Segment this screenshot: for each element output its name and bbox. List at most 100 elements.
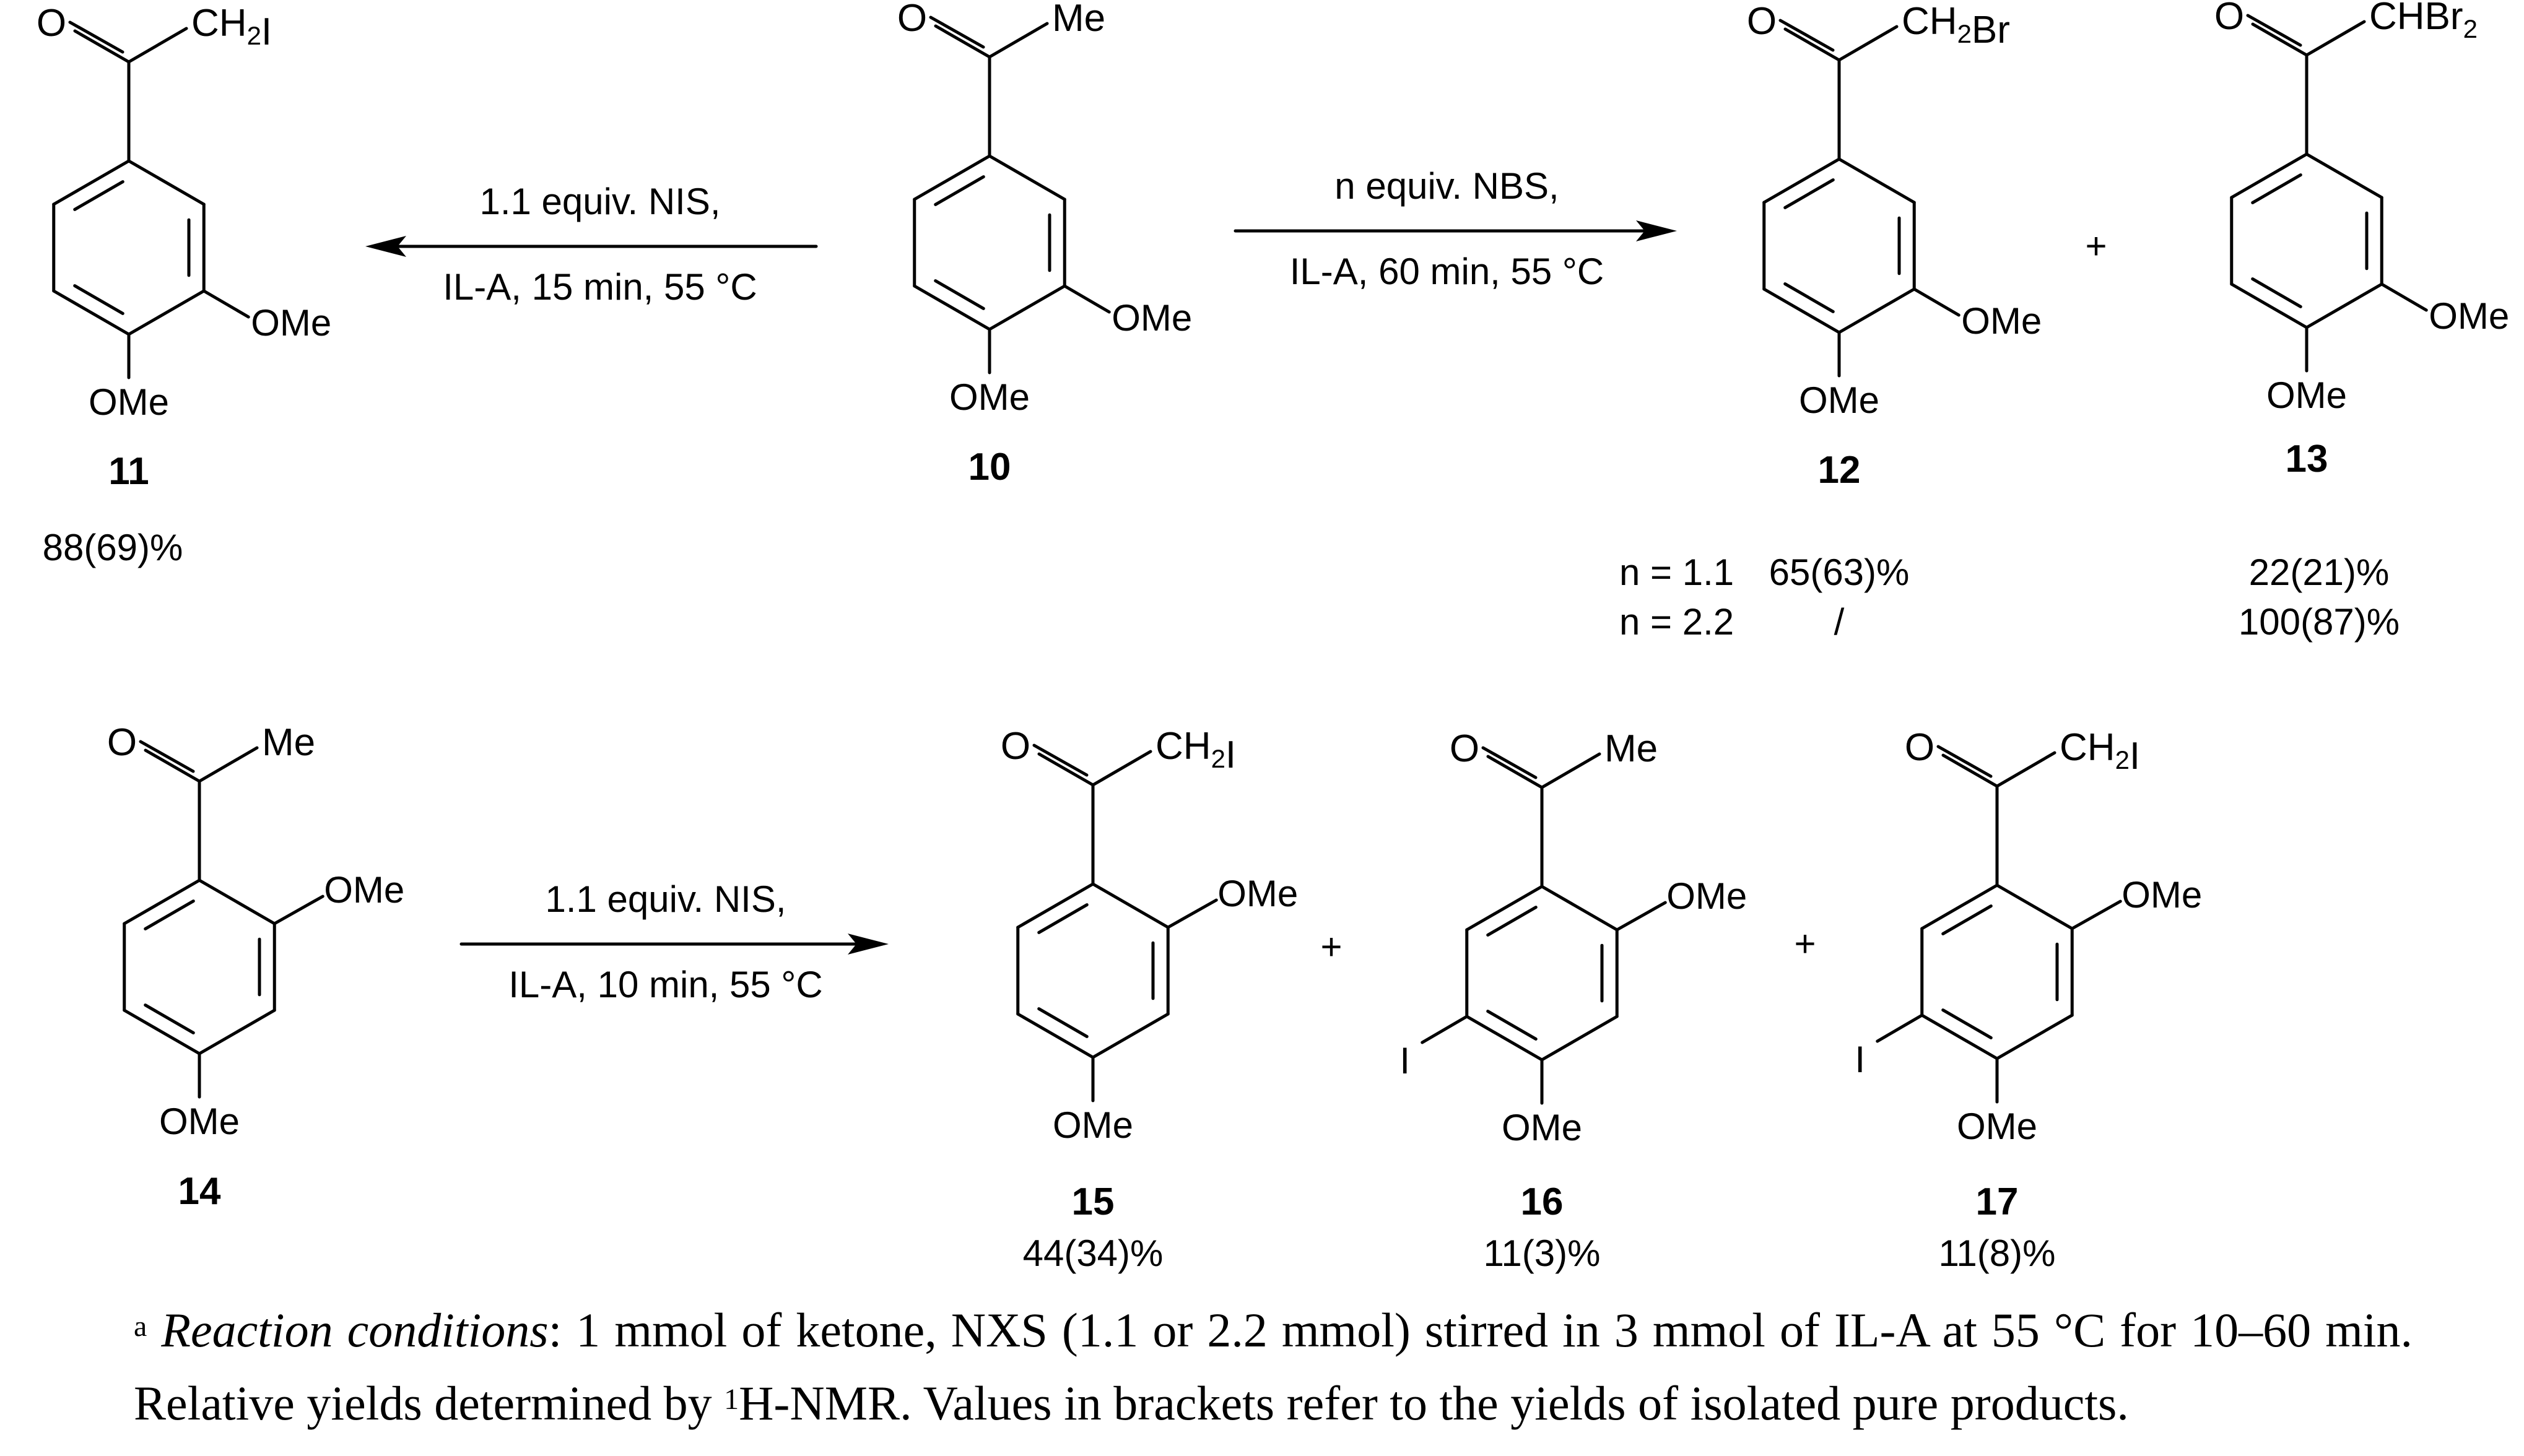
ring-bond <box>2305 282 2383 329</box>
plus-sign: + <box>2085 225 2107 267</box>
ring-bond <box>1837 157 1916 204</box>
compound-yield: 11(8)% <box>1939 1233 2056 1274</box>
arrow-reagent: 1.1 equiv. NIS, <box>479 181 720 222</box>
meta-methoxy: OMe <box>1961 300 2042 342</box>
arrow-reagent: n equiv. NBS, <box>1334 165 1559 207</box>
arrow-conditions: IL-A, 10 min, 55 °C <box>508 964 823 1005</box>
alpha-bond <box>2305 20 2366 57</box>
alpha-substituent: CHBr2 <box>2369 0 2478 43</box>
ring-bond <box>52 159 131 206</box>
alpha-bond <box>198 746 259 783</box>
ortho-methoxy-bond <box>1615 901 1667 932</box>
aromatic-bond <box>73 180 124 211</box>
aromatic-bond <box>2251 173 2302 204</box>
ring-bond <box>1762 287 1841 334</box>
iodo-substituent: I <box>1855 1039 1865 1080</box>
meta-methoxy: OMe <box>1112 297 1192 339</box>
oxygen-atom: O <box>37 2 66 45</box>
meta-methoxy: OMe <box>2429 295 2509 337</box>
carbonyl-bond <box>1783 27 1841 62</box>
iodo-substituent: I <box>1399 1040 1410 1081</box>
aromatic-bond <box>1941 1008 1993 1039</box>
compound-number: 17 <box>1976 1181 2019 1223</box>
alpha-substituent: CH2I <box>191 2 272 53</box>
aromatic-bond <box>1486 1010 1538 1041</box>
compound-number: 14 <box>178 1170 221 1213</box>
carbonyl-bond <box>1941 753 1999 788</box>
ring-bond <box>1091 882 1170 929</box>
aromatic-bond <box>1783 178 1835 209</box>
alpha-substituent: Me <box>262 721 315 764</box>
ring-bond <box>913 154 991 201</box>
carbonyl-double-bond <box>1481 746 1538 779</box>
plus-sign: + <box>1320 926 1342 968</box>
ring-bond <box>2230 282 2309 329</box>
ring-bond <box>1995 1013 2074 1060</box>
aromatic-bond <box>1486 906 1538 937</box>
carbonyl-double-bond <box>1936 745 1993 778</box>
alpha-substituent: Me <box>1052 0 1105 40</box>
ring-bond <box>1920 1013 1999 1060</box>
compound-number: 16 <box>1521 1181 1564 1223</box>
oxygen-atom: O <box>1747 0 1777 43</box>
carbonyl-double-bond <box>2246 14 2302 47</box>
ring-bond <box>1540 1015 1619 1062</box>
aromatic-bond <box>73 284 124 315</box>
ring-bond <box>127 289 206 336</box>
alpha-bond <box>127 27 188 64</box>
ring-bond <box>52 289 131 336</box>
compound-yield: 44(34)% <box>1023 1233 1164 1274</box>
ring-bond <box>1091 1012 1170 1059</box>
carbonyl-bond <box>934 24 991 59</box>
iodo-bond <box>1421 1015 1469 1044</box>
arrow-nbs: n equiv. NBS,IL-A, 60 min, 55 °C <box>1234 165 1677 292</box>
nbs-equiv: n = 1.1 <box>1619 552 1734 593</box>
arrow-reagent: 1.1 equiv. NIS, <box>545 878 786 920</box>
alpha-substituent: Me <box>1604 727 1658 770</box>
compound-number: 15 <box>1072 1181 1115 1223</box>
footnote-superscript: 1 <box>724 1383 739 1416</box>
arrow-head <box>365 236 406 257</box>
aromatic-bond <box>1941 904 1993 935</box>
alpha-substituent: CH2I <box>2060 726 2140 778</box>
aromatic-bond <box>144 1003 195 1034</box>
para-methoxy: OMe <box>2266 375 2347 416</box>
oxygen-atom: O <box>1905 726 1934 769</box>
aromatic-bond <box>1783 282 1835 313</box>
plus-sign: + <box>1794 923 1816 964</box>
carbonyl-bond <box>1037 752 1095 787</box>
ring-bond <box>988 284 1066 331</box>
arrow-nis-bottom: 1.1 equiv. NIS, IL-A, 10 min, 55 °C <box>459 878 889 1005</box>
alpha-substituent: CH2Br <box>1902 0 2010 51</box>
oxygen-atom: O <box>107 721 137 764</box>
ring-bond <box>1762 157 1841 204</box>
ring-bond <box>2305 152 2383 199</box>
alpha-bond <box>1540 752 1601 789</box>
ring-bond <box>1540 885 1619 932</box>
carbonyl-bond <box>2251 22 2309 57</box>
footnote-text-2: H-NMR. Values in brackets refer to the y… <box>739 1376 2129 1430</box>
arrow-head <box>1636 220 1677 241</box>
arrow-conditions: IL-A, 15 min, 55 °C <box>443 266 757 308</box>
oxygen-atom: O <box>1450 727 1479 770</box>
meta-methoxy-bond <box>202 289 250 319</box>
alpha-substituent: CH2I <box>1155 725 1236 776</box>
carbonyl-bond <box>1486 755 1544 789</box>
compound-yield: 88(69)% <box>43 527 183 568</box>
ring-bond <box>1995 883 2074 930</box>
arrow-nis-top: 1.1 equiv. NIS, IL-A, 15 min, 55 °C <box>365 181 818 308</box>
oxygen-atom: O <box>1001 725 1030 768</box>
alpha-bond <box>988 22 1049 59</box>
ring-bond <box>1920 883 1999 930</box>
footnote-label: Reaction conditions <box>161 1303 549 1357</box>
nbs-equiv: n = 2.2 <box>1619 601 1734 643</box>
ring-bond <box>1016 882 1095 929</box>
ring-bond <box>1837 287 1916 334</box>
